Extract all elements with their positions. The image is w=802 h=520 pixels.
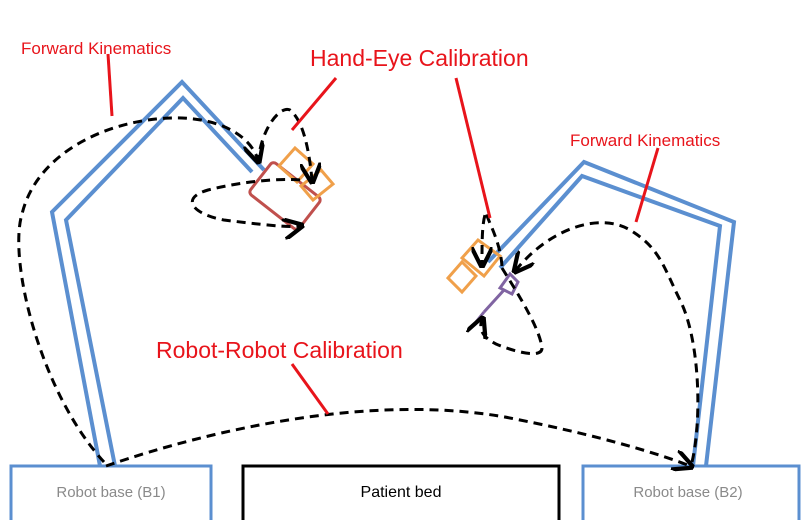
robot-arm-right [486, 159, 737, 467]
robot-base-b1-label: Robot base (B1) [56, 484, 165, 501]
camera-left [276, 145, 336, 203]
patient-bed-label: Patient bed [361, 484, 442, 501]
robot-robot-calibration-label: Robot-Robot Calibration [156, 337, 403, 363]
leader-fk-right [634, 147, 660, 223]
forward-kinematics-right-label: Forward Kinematics [570, 131, 720, 150]
leader-fk-left [106, 53, 114, 117]
robot-base-b1-box [9, 464, 213, 520]
robot-base-b2-label: Robot base (B2) [633, 484, 742, 501]
robot-base-b2-box [581, 464, 801, 520]
leader-hand-eye-camera-left [290, 77, 338, 131]
leader-hand-eye-camera-right [454, 77, 492, 219]
camera-right [445, 237, 503, 295]
annotation-leaders [106, 53, 660, 415]
forward-kinematics-left-label: Forward Kinematics [21, 39, 171, 58]
hand-eye-calibration-label: Hand-Eye Calibration [310, 45, 529, 71]
patient-bed-box [241, 464, 561, 520]
leader-robot-robot [290, 363, 330, 415]
transform-paths [17, 107, 700, 466]
